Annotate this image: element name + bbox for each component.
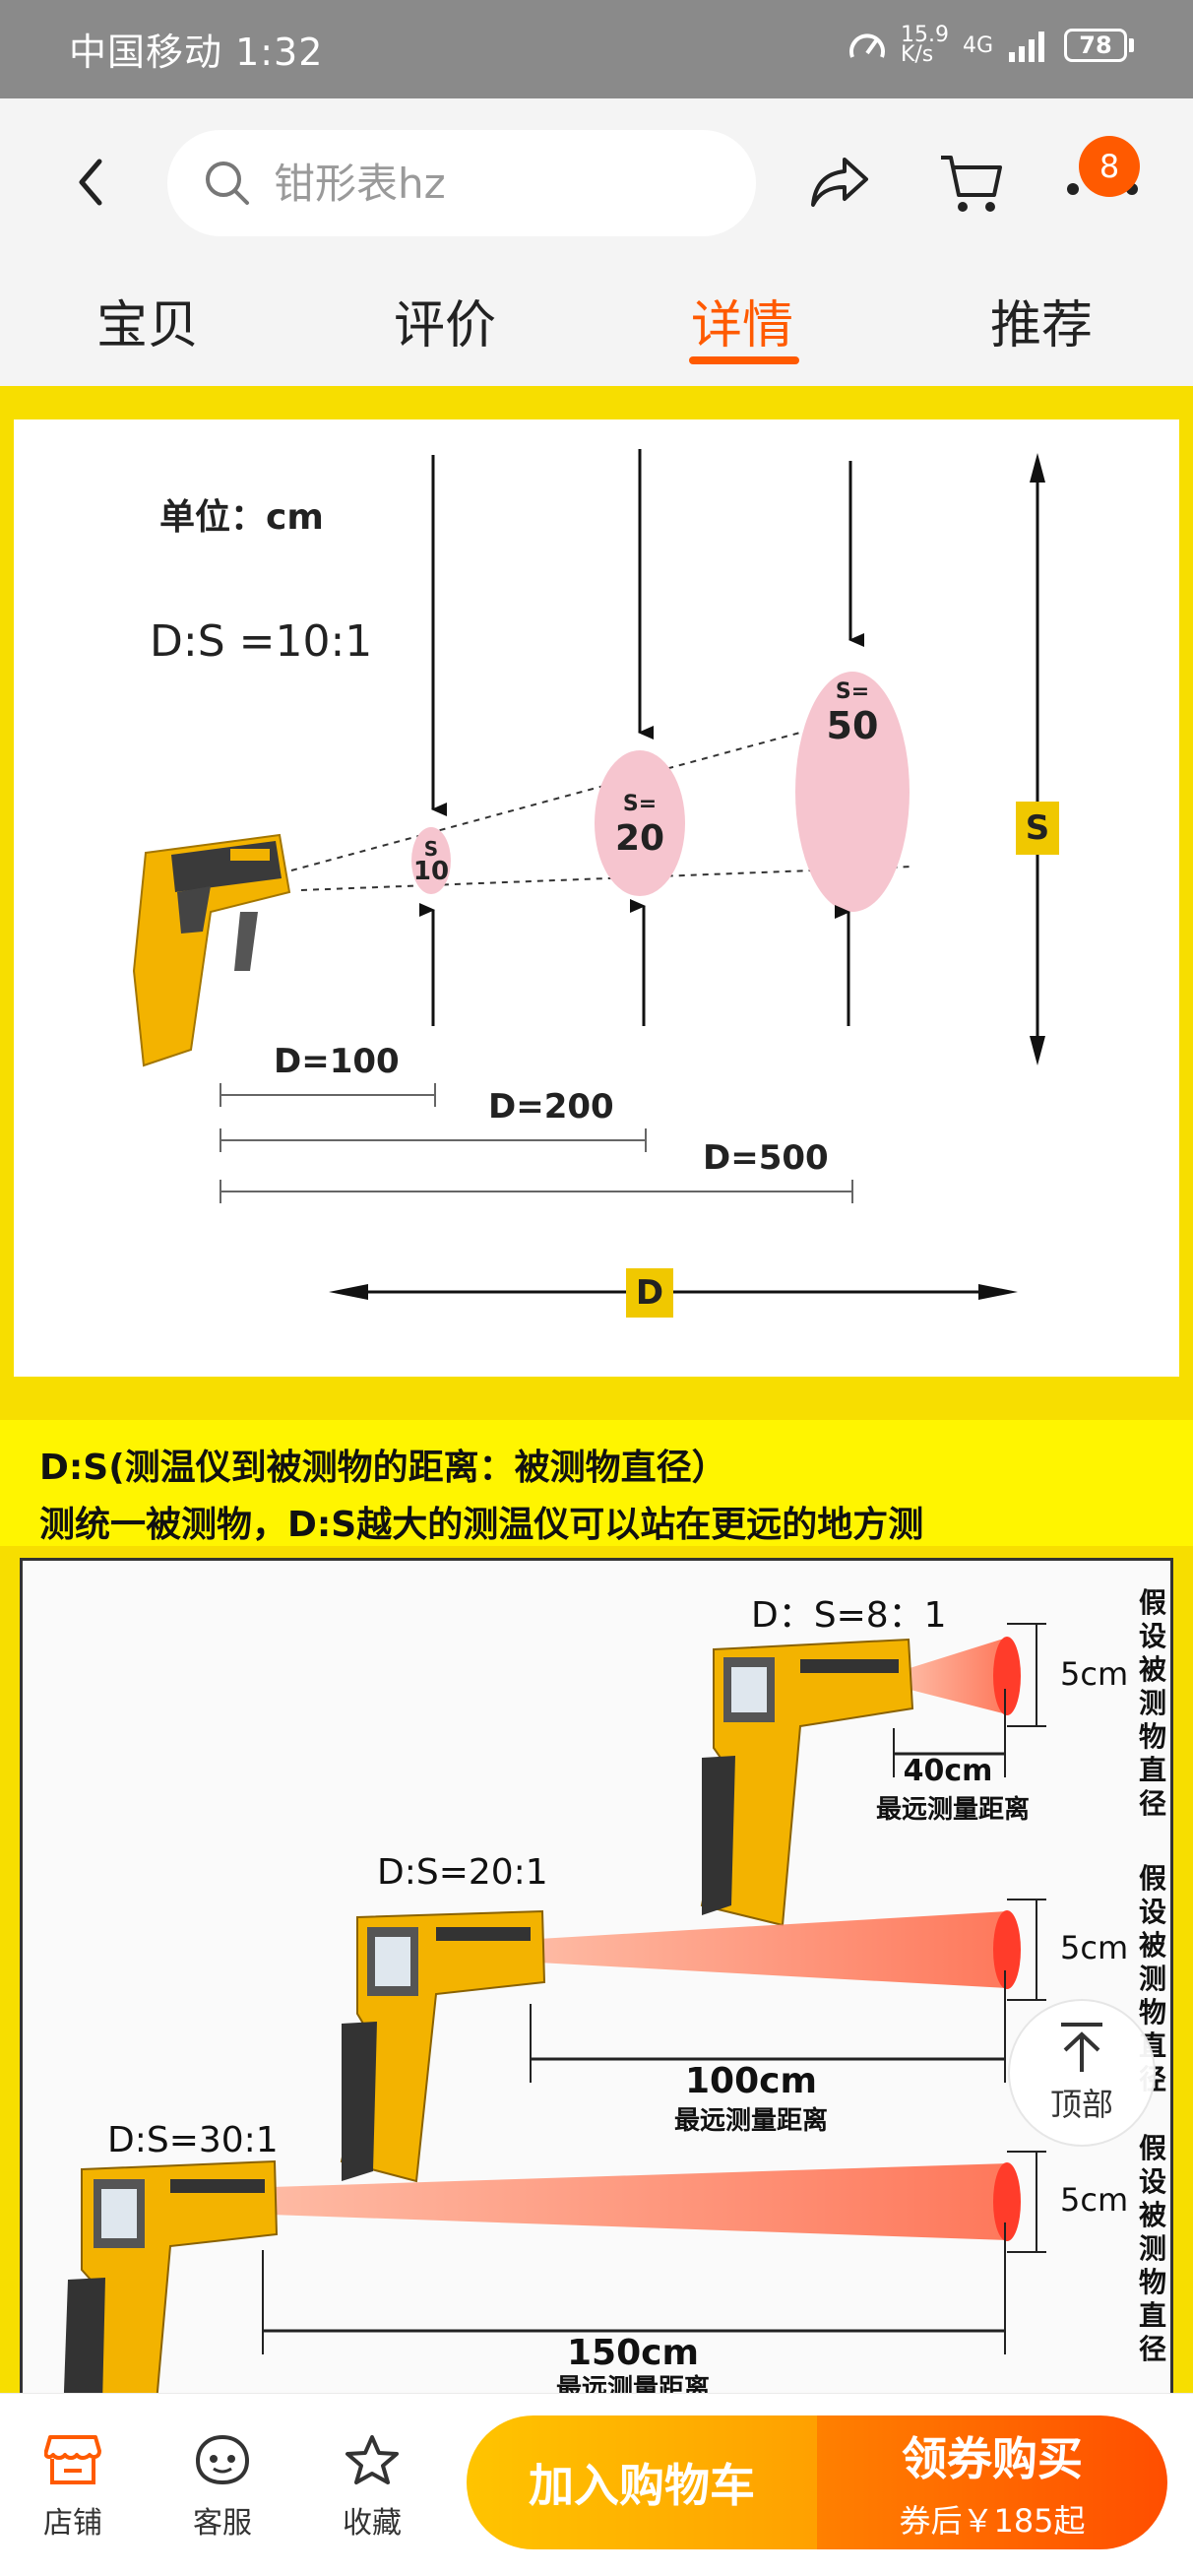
distance-label-40cm: 40cm: [903, 1754, 993, 1788]
net-speed-unit: K/s: [900, 42, 934, 67]
favorite-button[interactable]: 收藏: [323, 2433, 421, 2542]
caption-line-2: 测统一被测物，D:S越大的测温仪可以站在更远的地方测: [39, 1505, 924, 1545]
buy-sub-label: 券后￥185起: [899, 2502, 1086, 2540]
store-icon: [44, 2435, 101, 2484]
size-label-row2: 5cm: [1060, 1929, 1129, 1966]
ir-thermometer-illustration: [132, 833, 291, 1067]
signal-icon: [1009, 32, 1044, 62]
back-button[interactable]: [61, 148, 120, 217]
distance-label-200: D=200: [488, 1087, 614, 1127]
note-row2: 假设被测物直径: [1138, 1862, 1166, 2095]
battery-level: 78: [1064, 29, 1127, 62]
size-label-row1: 5cm: [1060, 1655, 1129, 1693]
distance-label-100cm: 100cm: [685, 2061, 817, 2101]
back-to-top-button[interactable]: 顶部: [1008, 1999, 1156, 2147]
spot-20: [595, 750, 685, 896]
cart-badge: 8: [1079, 136, 1140, 197]
chevron-left-icon: [79, 159, 102, 206]
add-to-cart-button[interactable]: 加入购物车: [467, 2415, 817, 2549]
ds-comparison-graphics: [63, 1623, 1046, 2393]
spot-label-20: S= 20: [600, 794, 679, 857]
distance-sub-row1: 最远测量距离: [875, 1795, 1030, 1825]
spot-label-value: 10: [412, 857, 450, 886]
ratio-label-8-1: D：S=8：1: [751, 1595, 947, 1636]
search-bar[interactable]: [167, 130, 756, 236]
distance-label-100: D=100: [274, 1042, 400, 1081]
ratio-label-20-1: D:S=20:1: [377, 1852, 548, 1893]
distance-label-500: D=500: [703, 1138, 829, 1178]
ds-comparison-diagram: D：S=8：1 5cm 40cm 最远测量距离 假设被测物直径 D:S=20:1…: [20, 1558, 1173, 2393]
tab-reviews[interactable]: 评价: [394, 296, 497, 355]
net-speed-value: 15.9: [900, 23, 949, 47]
tab-details[interactable]: 详情: [691, 296, 794, 355]
tab-item[interactable]: 宝贝: [96, 296, 200, 355]
search-input[interactable]: [274, 159, 687, 208]
ds-20-1-row: [340, 1899, 1046, 2183]
detail-tabs: 宝贝 评价 详情 推荐: [0, 266, 1193, 386]
status-icons: 15.9 K/s 4G 78: [848, 23, 1134, 67]
distance-sub-row3: 最远测量距离: [555, 2374, 710, 2393]
d-axis-label: D: [626, 1268, 673, 1318]
size-label-row3: 5cm: [1060, 2181, 1129, 2219]
active-tab-indicator: [689, 356, 799, 364]
note-row3: 假设被测物直径: [1138, 2132, 1166, 2365]
status-bar: 中国移动 1:32 15.9 K/s 4G 78: [0, 0, 1193, 98]
spot-label-prefix: S: [423, 837, 439, 861]
net-speed: 15.9 K/s: [900, 23, 949, 67]
buy-main-label: 领券购买: [902, 2432, 1083, 2485]
spot-label-value: 20: [614, 818, 665, 859]
search-icon: [206, 161, 249, 205]
ratio-label-30-1: D:S=30:1: [107, 2120, 279, 2160]
nav-bar: 8: [0, 98, 1193, 266]
spot-10: [411, 827, 451, 894]
note-row1: 假设被测物直径: [1138, 1586, 1166, 1820]
battery-icon: 78: [1064, 29, 1134, 62]
detail-content[interactable]: 单位：cm D:S =10:1 S 10 S= 20 S= 50 D=100 D…: [0, 386, 1193, 2393]
arrow-up-icon: [1061, 2023, 1102, 2072]
carrier-time: 中国移动 1:32: [69, 31, 324, 74]
s-axis-label: S: [1016, 802, 1059, 855]
service-face-icon: [195, 2434, 250, 2485]
ds-diagram-graphics: [132, 449, 1045, 1300]
store-button[interactable]: 店铺: [24, 2433, 122, 2542]
unit-label: 单位：cm: [159, 497, 324, 538]
spot-label-10: S 10: [411, 839, 451, 884]
customer-service-button[interactable]: 客服: [173, 2433, 272, 2542]
cart-button[interactable]: [937, 148, 1006, 217]
spot-label-prefix: S=: [835, 679, 870, 704]
ratio-label: D:S =10:1: [150, 616, 373, 667]
favorite-label: 收藏: [343, 2506, 402, 2541]
share-button[interactable]: [805, 148, 874, 217]
spot-label-50: S= 50: [813, 679, 892, 747]
cone-upper-line: [290, 710, 881, 871]
ds-30-1-row: [63, 2151, 1046, 2393]
service-label: 客服: [193, 2506, 252, 2541]
caption-line-1: D:S(测温仪到被测物的距离：被测物直径）: [39, 1448, 727, 1488]
cart-icon: [941, 156, 1002, 212]
spot-50: [795, 672, 910, 912]
thermometer-20-1: [340, 1909, 546, 2183]
distance-label-150cm: 150cm: [567, 2333, 699, 2373]
ds-ratio-figure: 单位：cm D:S =10:1 S 10 S= 20 S= 50 D=100 D…: [0, 386, 1193, 1420]
ds-comparison-figure: D：S=8：1 5cm 40cm 最远测量距离 假设被测物直径 D:S=20:1…: [0, 1546, 1193, 2393]
distance-sub-row2: 最远测量距离: [673, 2106, 828, 2136]
spot-label-prefix: S=: [622, 792, 658, 816]
thermometer-30-1: [63, 2159, 279, 2393]
ds-ratio-diagram: 单位：cm D:S =10:1 S 10 S= 20 S= 50 D=100 D…: [14, 419, 1179, 1377]
tab-recommend[interactable]: 推荐: [990, 296, 1094, 355]
spot-label-value: 50: [826, 704, 879, 747]
share-icon: [811, 158, 868, 207]
speed-gauge-icon: [848, 33, 885, 58]
purchase-actions: 加入购物车 领券购买 券后￥185起: [467, 2415, 1167, 2549]
thermometer-8-1: [700, 1638, 914, 1927]
store-label: 店铺: [43, 2506, 102, 2541]
ds-8-1-row: [700, 1623, 1046, 1927]
bottom-action-bar: 店铺 客服 收藏 加入购物车 领券购买 券后￥185起: [0, 2393, 1193, 2576]
star-icon: [345, 2435, 399, 2484]
network-type: 4G: [962, 32, 993, 58]
back-to-top-label: 顶部: [1049, 2086, 1113, 2123]
ds-caption: D:S(测温仪到被测物的距离：被测物直径） 测统一被测物，D:S越大的测温仪可以…: [0, 1420, 1193, 1546]
buy-with-coupon-button[interactable]: 领券购买 券后￥185起: [817, 2415, 1167, 2549]
